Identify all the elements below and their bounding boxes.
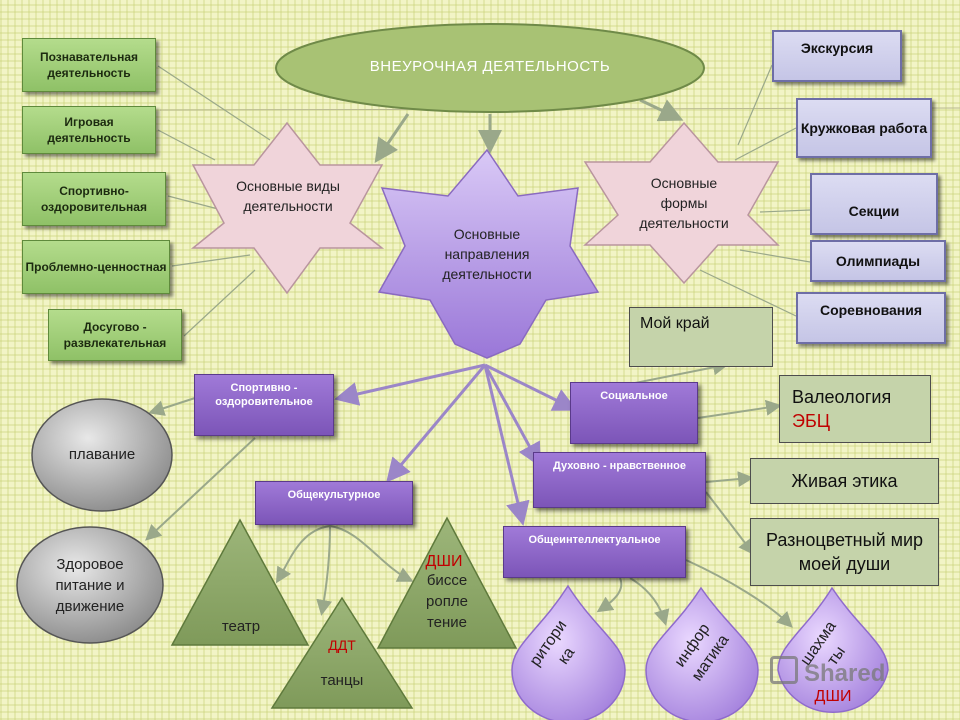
box-ethics: Живая этика xyxy=(750,458,939,504)
right-item-sections: Секции xyxy=(810,173,938,235)
box-ebts-label: ЭБЦ xyxy=(792,411,831,431)
right-item-competitions: Соревнования xyxy=(796,292,946,344)
left-connectors xyxy=(157,65,271,337)
triangle-dance xyxy=(270,596,414,709)
page-title: ВНЕУРОЧНАЯ ДЕЯТЕЛЬНОСТЬ xyxy=(369,58,611,75)
left-item-sport: Спортивно-оздоровительная xyxy=(22,172,166,226)
right-item-club: Кружковая работа xyxy=(796,98,932,158)
triangle-weaving-label: биссе ропле тение xyxy=(426,572,468,631)
direction-spiritual: Духовно - нравственное xyxy=(533,452,706,508)
right-connectors xyxy=(699,64,811,317)
circle-health xyxy=(16,526,164,644)
star-center xyxy=(377,148,600,359)
star-right xyxy=(583,121,780,285)
triangle-theatre-label: театр xyxy=(221,618,261,635)
circle-swimming-label: плавание xyxy=(68,446,136,463)
left-item-problem: Проблемно-ценностная xyxy=(22,240,170,294)
direction-culture: Общекультурное xyxy=(255,481,413,525)
watermark-logo-icon xyxy=(770,656,798,684)
circle-swimming xyxy=(31,398,173,512)
box-my-land: Мой край xyxy=(629,307,773,367)
circle-health-label: Здоровое питание и движение xyxy=(55,556,125,615)
drop-informatics xyxy=(645,586,759,720)
right-item-excursion: Экскурсия xyxy=(772,30,902,82)
triangle-dshi-label: ДШИ xyxy=(425,553,463,570)
direction-arrows xyxy=(334,363,578,526)
box-valeology: Валеология ЭБЦ xyxy=(779,375,931,443)
star-left-label: Основные виды деятельности xyxy=(236,178,340,214)
box-ethics-label: Живая этика xyxy=(791,471,898,491)
triangle-weaving xyxy=(376,516,518,649)
direction-intellect: Общеинтеллектуальное xyxy=(503,526,686,578)
right-item-olympiads: Олимпиады xyxy=(810,240,946,282)
triangle-ddt-label: ДДТ xyxy=(328,637,356,653)
direction-sport: Спортивно - оздоровительное xyxy=(194,374,334,436)
ellipse-arrows xyxy=(374,98,684,163)
box-my-land-label: Мой край xyxy=(640,315,710,332)
box-colorful-label: Разноцветный мир моей души xyxy=(765,530,924,574)
left-item-cognitive: Познавательная деятельность xyxy=(22,38,156,92)
triangle-dance-label: танцы xyxy=(320,672,364,689)
drop-rhetoric xyxy=(511,584,626,720)
direction-social: Социальное xyxy=(570,382,698,444)
drop-chess xyxy=(777,586,889,713)
box-valeology-label: Валеология xyxy=(792,387,892,407)
left-item-game: Игровая деятельность xyxy=(22,106,156,154)
title-ellipse xyxy=(275,23,705,113)
star-right-label: Основные формы деятельности xyxy=(639,175,729,231)
watermark: Shared xyxy=(770,656,940,688)
triangle-theatre xyxy=(170,518,310,646)
star-center-label: Основные направления деятельности xyxy=(442,226,532,282)
drop-chess-dshi-label: ДШИ xyxy=(814,688,852,705)
star-left xyxy=(190,121,385,295)
left-item-leisure: Досугово - развлекательная xyxy=(48,309,182,361)
watermark-text: Shared xyxy=(804,660,886,687)
box-colorful: Разноцветный мир моей души xyxy=(750,518,939,586)
